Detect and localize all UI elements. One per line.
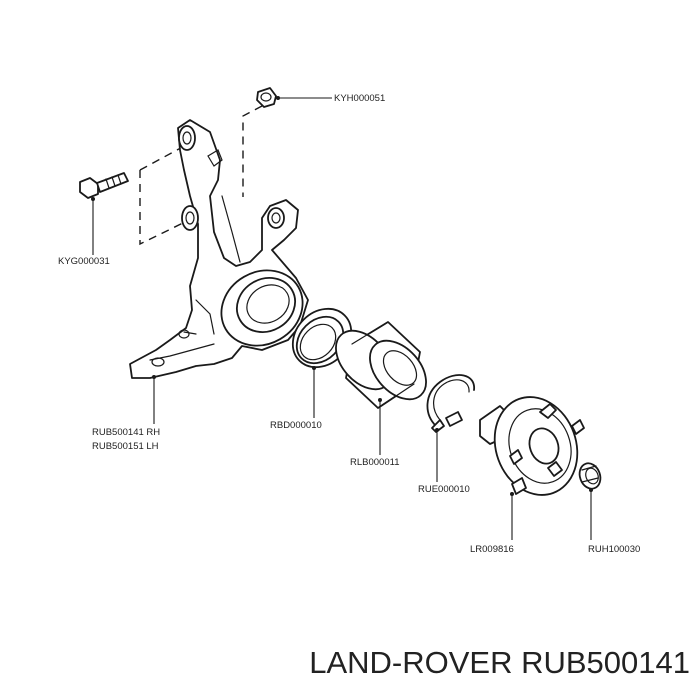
hub-callout: LR009816	[470, 544, 514, 555]
bolt-callout: KYG000031	[58, 256, 110, 267]
circlip-part	[426, 374, 475, 433]
retaining-key-part	[445, 411, 463, 427]
hub-nut-part	[578, 462, 602, 490]
bolt-part	[79, 172, 129, 199]
hub-part	[479, 396, 585, 496]
nut-callout: KYH000051	[334, 93, 385, 104]
bearing-callout: RLB000011	[350, 457, 399, 468]
bolt-assembly-guide-lower	[139, 170, 186, 246]
nut-assembly-guide	[242, 105, 263, 197]
knuckle-rh-callout: RUB500141 RH	[92, 427, 160, 438]
nut-part	[256, 87, 277, 108]
steering-knuckle-part	[129, 119, 309, 379]
knuckle-lh-callout: RUB500151 LH	[92, 441, 159, 452]
seal-callout: RBD000010	[270, 420, 322, 431]
circlip-callout: RUE000010	[418, 484, 470, 495]
brand-part-number-caption: LAND-ROVER RUB500141	[309, 645, 690, 680]
bearing-part	[335, 321, 427, 409]
hub-nut-callout: RUH100030	[588, 544, 640, 555]
